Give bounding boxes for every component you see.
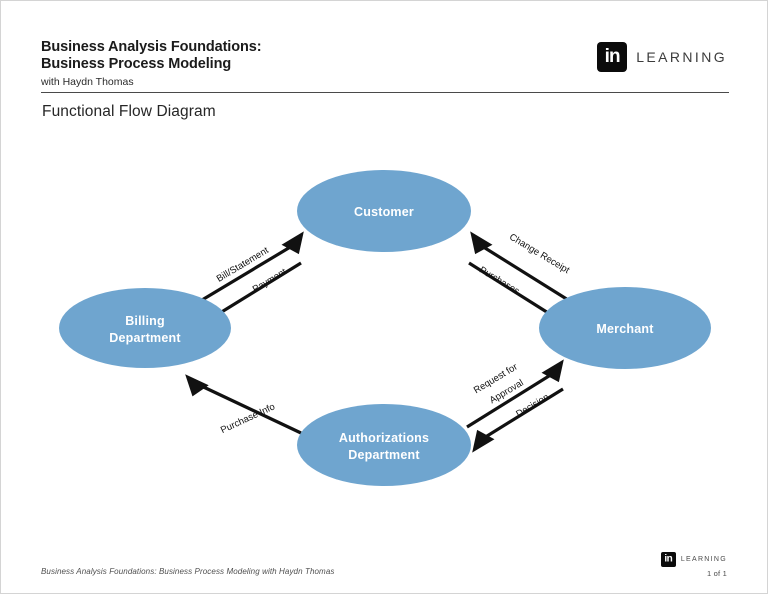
linkedin-learning-logo: in LEARNING [597,42,727,72]
node-authorizations-shape[interactable] [297,404,471,486]
footer-branding: in LEARNING 1 of 1 [660,552,727,578]
edge-change-receipt-arrowhead [470,231,493,255]
page-number: 1 of 1 [707,569,727,578]
slide-title: Functional Flow Diagram [42,103,216,120]
course-title-line-2: Business Process Modeling [41,56,232,72]
edge-bill-statement-arrowhead [281,231,304,255]
brand-wordmark: LEARNING [636,49,727,65]
footer-course-text: Business Analysis Foundations: Business … [41,567,335,576]
node-authorizations-label-line-1: Authorizations [339,431,429,445]
linkedin-icon-text: in [604,46,621,68]
node-merchant-shape[interactable] [539,287,711,369]
footer-linkedin-icon: in [660,552,676,567]
node-authorizations-label-line-2: Department [348,448,420,462]
header-divider [41,92,729,93]
edge-purchase-info-arrowhead [185,374,209,397]
node-billing-label-line-1: Billing [125,314,165,328]
node-customer[interactable]: Customer [297,170,471,252]
node-customer-label: Customer [354,205,414,219]
footer-logo: in LEARNING [660,552,727,567]
edge-purchases-line [468,261,562,323]
edge-decision-line [478,387,564,443]
edge-request-approval-line [466,369,558,429]
slide-header: Business Analysis Foundations: Business … [41,39,729,95]
linkedin-icon: in [597,42,628,72]
course-author: with Haydn Thomas [41,76,134,88]
footer-linkedin-icon-text: in [664,553,673,565]
footer-brand-wordmark: LEARNING [680,556,727,563]
edge-change-receipt-line [476,241,574,305]
node-merchant[interactable]: Merchant [539,287,711,369]
node-merchant-label: Merchant [596,322,654,336]
node-billing-department[interactable]: Billing Department [59,288,231,368]
functional-flow-diagram: Bill/Statement Payment Change Receipt Pu… [1,131,767,521]
edge-label-purchases: Purchases [477,265,521,298]
node-customer-shape[interactable] [297,170,471,252]
edge-label-payment: Payment [251,266,289,295]
edge-bill-statement-line [196,241,298,305]
course-title-line-1: Business Analysis Foundations: [41,39,262,55]
node-authorizations-department[interactable]: Authorizations Department [297,404,471,486]
edge-request-approval-arrowhead [541,359,564,383]
course-title: Business Analysis Foundations: Business … [41,39,729,73]
edge-purchase-info: Purchase Info [185,374,302,436]
edge-decision-arrowhead [472,429,495,453]
node-billing-label-line-2: Department [109,331,181,345]
node-billing-shape[interactable] [59,288,231,368]
edge-purchase-info-line [194,381,302,435]
